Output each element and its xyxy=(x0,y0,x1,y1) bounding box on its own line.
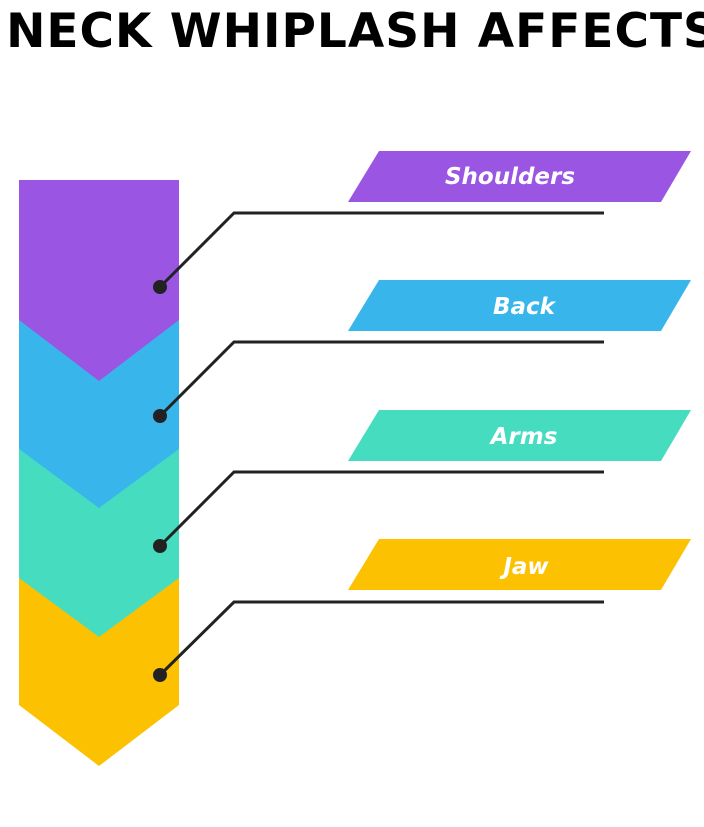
label-arms: Arms xyxy=(348,410,691,461)
connector-line xyxy=(158,470,604,548)
chevron-back xyxy=(19,302,179,508)
label-banner-shoulders xyxy=(348,151,691,202)
label-banner-back xyxy=(348,280,691,331)
label-jaw: Jaw xyxy=(348,539,691,590)
label-text-jaw: Jaw xyxy=(499,554,549,580)
connector-arms xyxy=(153,470,604,553)
chevron-arms xyxy=(19,431,179,637)
connector-back xyxy=(153,340,604,423)
label-text-arms: Arms xyxy=(489,424,558,450)
page-title: NECK WHIPLASH AFFECTS xyxy=(6,4,704,59)
label-banner-arms xyxy=(348,410,691,461)
connector-dot xyxy=(153,539,167,553)
chevron-shoulders xyxy=(19,180,179,381)
chevron-jaw xyxy=(19,560,179,766)
label-banner-jaw xyxy=(348,539,691,590)
connector-dot xyxy=(153,409,167,423)
connector-line xyxy=(158,600,604,677)
connector-line xyxy=(158,211,604,289)
connector-line xyxy=(158,340,604,418)
connector-jaw xyxy=(153,600,604,682)
label-back: Back xyxy=(348,280,691,331)
connector-shoulders xyxy=(153,211,604,294)
label-text-back: Back xyxy=(493,294,557,320)
connector-dot xyxy=(153,668,167,682)
connector-dot xyxy=(153,280,167,294)
label-text-shoulders: Shoulders xyxy=(445,164,575,190)
label-shoulders: Shoulders xyxy=(348,151,691,202)
